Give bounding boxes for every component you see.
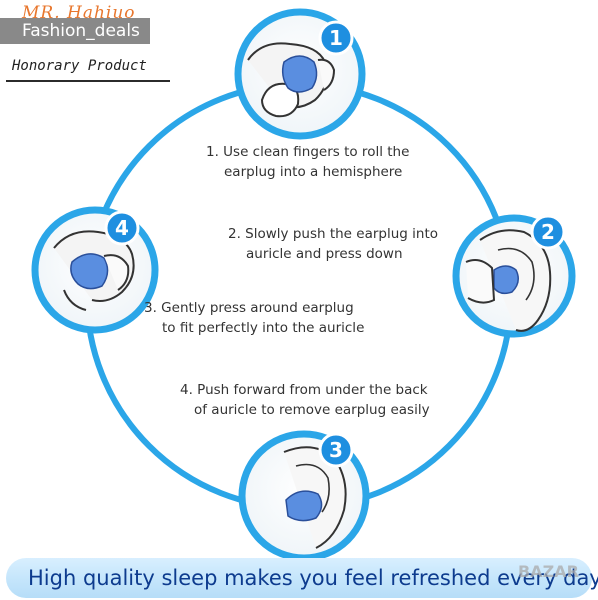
- step-3-number: 3: [329, 438, 343, 462]
- tagline-banner: High quality sleep makes you feel refres…: [6, 558, 598, 598]
- watermark: Fashion_deals: [0, 18, 150, 44]
- step-1-text: 1. Use clean fingers to roll the earplug…: [206, 142, 409, 182]
- step-4-number: 4: [115, 216, 129, 240]
- step-1-number: 1: [329, 26, 343, 50]
- step-2-line-1: 2. Slowly push the earplug into: [228, 226, 439, 242]
- step-3-line-1: 3. Gently press around earplug: [144, 300, 354, 316]
- step-2-number: 2: [541, 220, 555, 244]
- step-1-line-1: 1. Use clean fingers to roll the: [206, 144, 410, 160]
- brand-divider: [6, 80, 170, 82]
- step-1-line-2: earplug into a hemisphere: [224, 164, 403, 180]
- step-4-badge: 4: [104, 210, 140, 246]
- earplug: [70, 253, 109, 290]
- step-2-badge: 2: [530, 214, 566, 250]
- step-4-text: 4. Push forward from under the back of a…: [180, 380, 430, 420]
- bazar-stamp: BAZAR: [518, 562, 579, 581]
- step-3-text: 3. Gently press around earplug to fit pe…: [144, 298, 364, 338]
- step-4-line-2: of auricle to remove earplug easily: [194, 402, 430, 418]
- earplug: [285, 490, 323, 522]
- tagline-text: High quality sleep makes you feel refres…: [28, 566, 598, 590]
- earplug: [493, 265, 519, 295]
- earplug: [281, 55, 318, 93]
- step-3-badge: 3: [318, 432, 354, 468]
- step-2-text: 2. Slowly push the earplug into auricle …: [228, 224, 438, 264]
- step-4-line-1: 4. Push forward from under the back: [180, 382, 428, 398]
- step-1-badge: 1: [318, 20, 354, 56]
- step-2-line-2: auricle and press down: [246, 246, 403, 262]
- step-3-line-2: to fit perfectly into the auricle: [162, 320, 365, 336]
- step-2-illustration: [452, 214, 576, 338]
- brand-tagline: Honorary Product: [12, 58, 147, 74]
